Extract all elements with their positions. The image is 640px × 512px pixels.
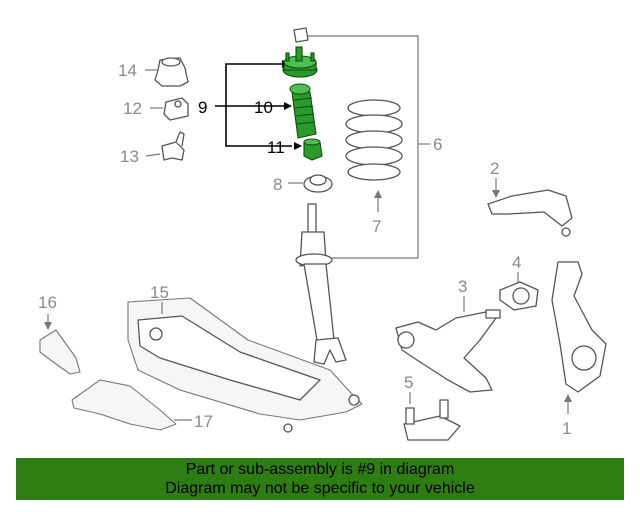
part-10-dust-boot[interactable]: [289, 83, 317, 139]
part-9-strut-mount[interactable]: [282, 46, 318, 78]
part-4-bushing[interactable]: 4: [499, 253, 539, 311]
callout-9: 9: [198, 98, 207, 117]
callout-5: 5: [404, 373, 413, 392]
callout-2: 2: [490, 159, 499, 178]
part-6-insulator[interactable]: [293, 27, 309, 43]
parts-diagram: 14 12 13 9 10 11: [38, 27, 607, 441]
callout-11: 11: [267, 138, 285, 157]
part-2-upper-arm[interactable]: 2: [487, 159, 573, 237]
part-17-undercover[interactable]: 17: [71, 379, 213, 431]
part-3-lower-arm[interactable]: 3: [395, 277, 501, 393]
callout-12: 12: [123, 99, 142, 118]
callout-17: 17: [194, 412, 213, 431]
banner-line-1: Part or sub-assembly is #9 in diagram: [185, 461, 455, 478]
part-7-coil-spring[interactable]: 7: [345, 99, 403, 236]
callout-15: 15: [150, 283, 169, 302]
part-15-crossmember[interactable]: 15: [127, 283, 363, 433]
callout-6-leader: [308, 35, 419, 259]
part-1-knuckle[interactable]: 1: [551, 261, 607, 438]
callout-7: 7: [372, 217, 381, 236]
callout-9-bracket: 9 10 11: [198, 60, 302, 157]
part-5-ball-joint[interactable]: 5: [403, 373, 461, 441]
part-13-clip[interactable]: 13: [120, 131, 185, 166]
callout-8: 8: [273, 175, 282, 194]
banner-line-2: Diagram may not be specific to your vehi…: [165, 480, 475, 497]
callout-4: 4: [512, 253, 521, 272]
part-11-bump-stop[interactable]: [303, 138, 323, 161]
callout-13: 13: [120, 147, 139, 166]
part-14-bumper[interactable]: 14: [118, 57, 189, 87]
part-16-cover[interactable]: 16: [38, 293, 81, 375]
callout-1: 1: [562, 419, 571, 438]
part-12-bracket[interactable]: 12: [123, 97, 189, 121]
callout-3: 3: [458, 277, 467, 296]
callout-14: 14: [118, 61, 137, 80]
part-8-spring-seat[interactable]: 8: [273, 174, 333, 194]
info-banner: Part or sub-assembly is #9 in diagram Di…: [16, 458, 624, 500]
callout-16: 16: [38, 293, 57, 312]
callout-6: 6: [433, 135, 442, 154]
strut-assembly[interactable]: [295, 203, 347, 365]
callout-10: 10: [254, 98, 273, 117]
